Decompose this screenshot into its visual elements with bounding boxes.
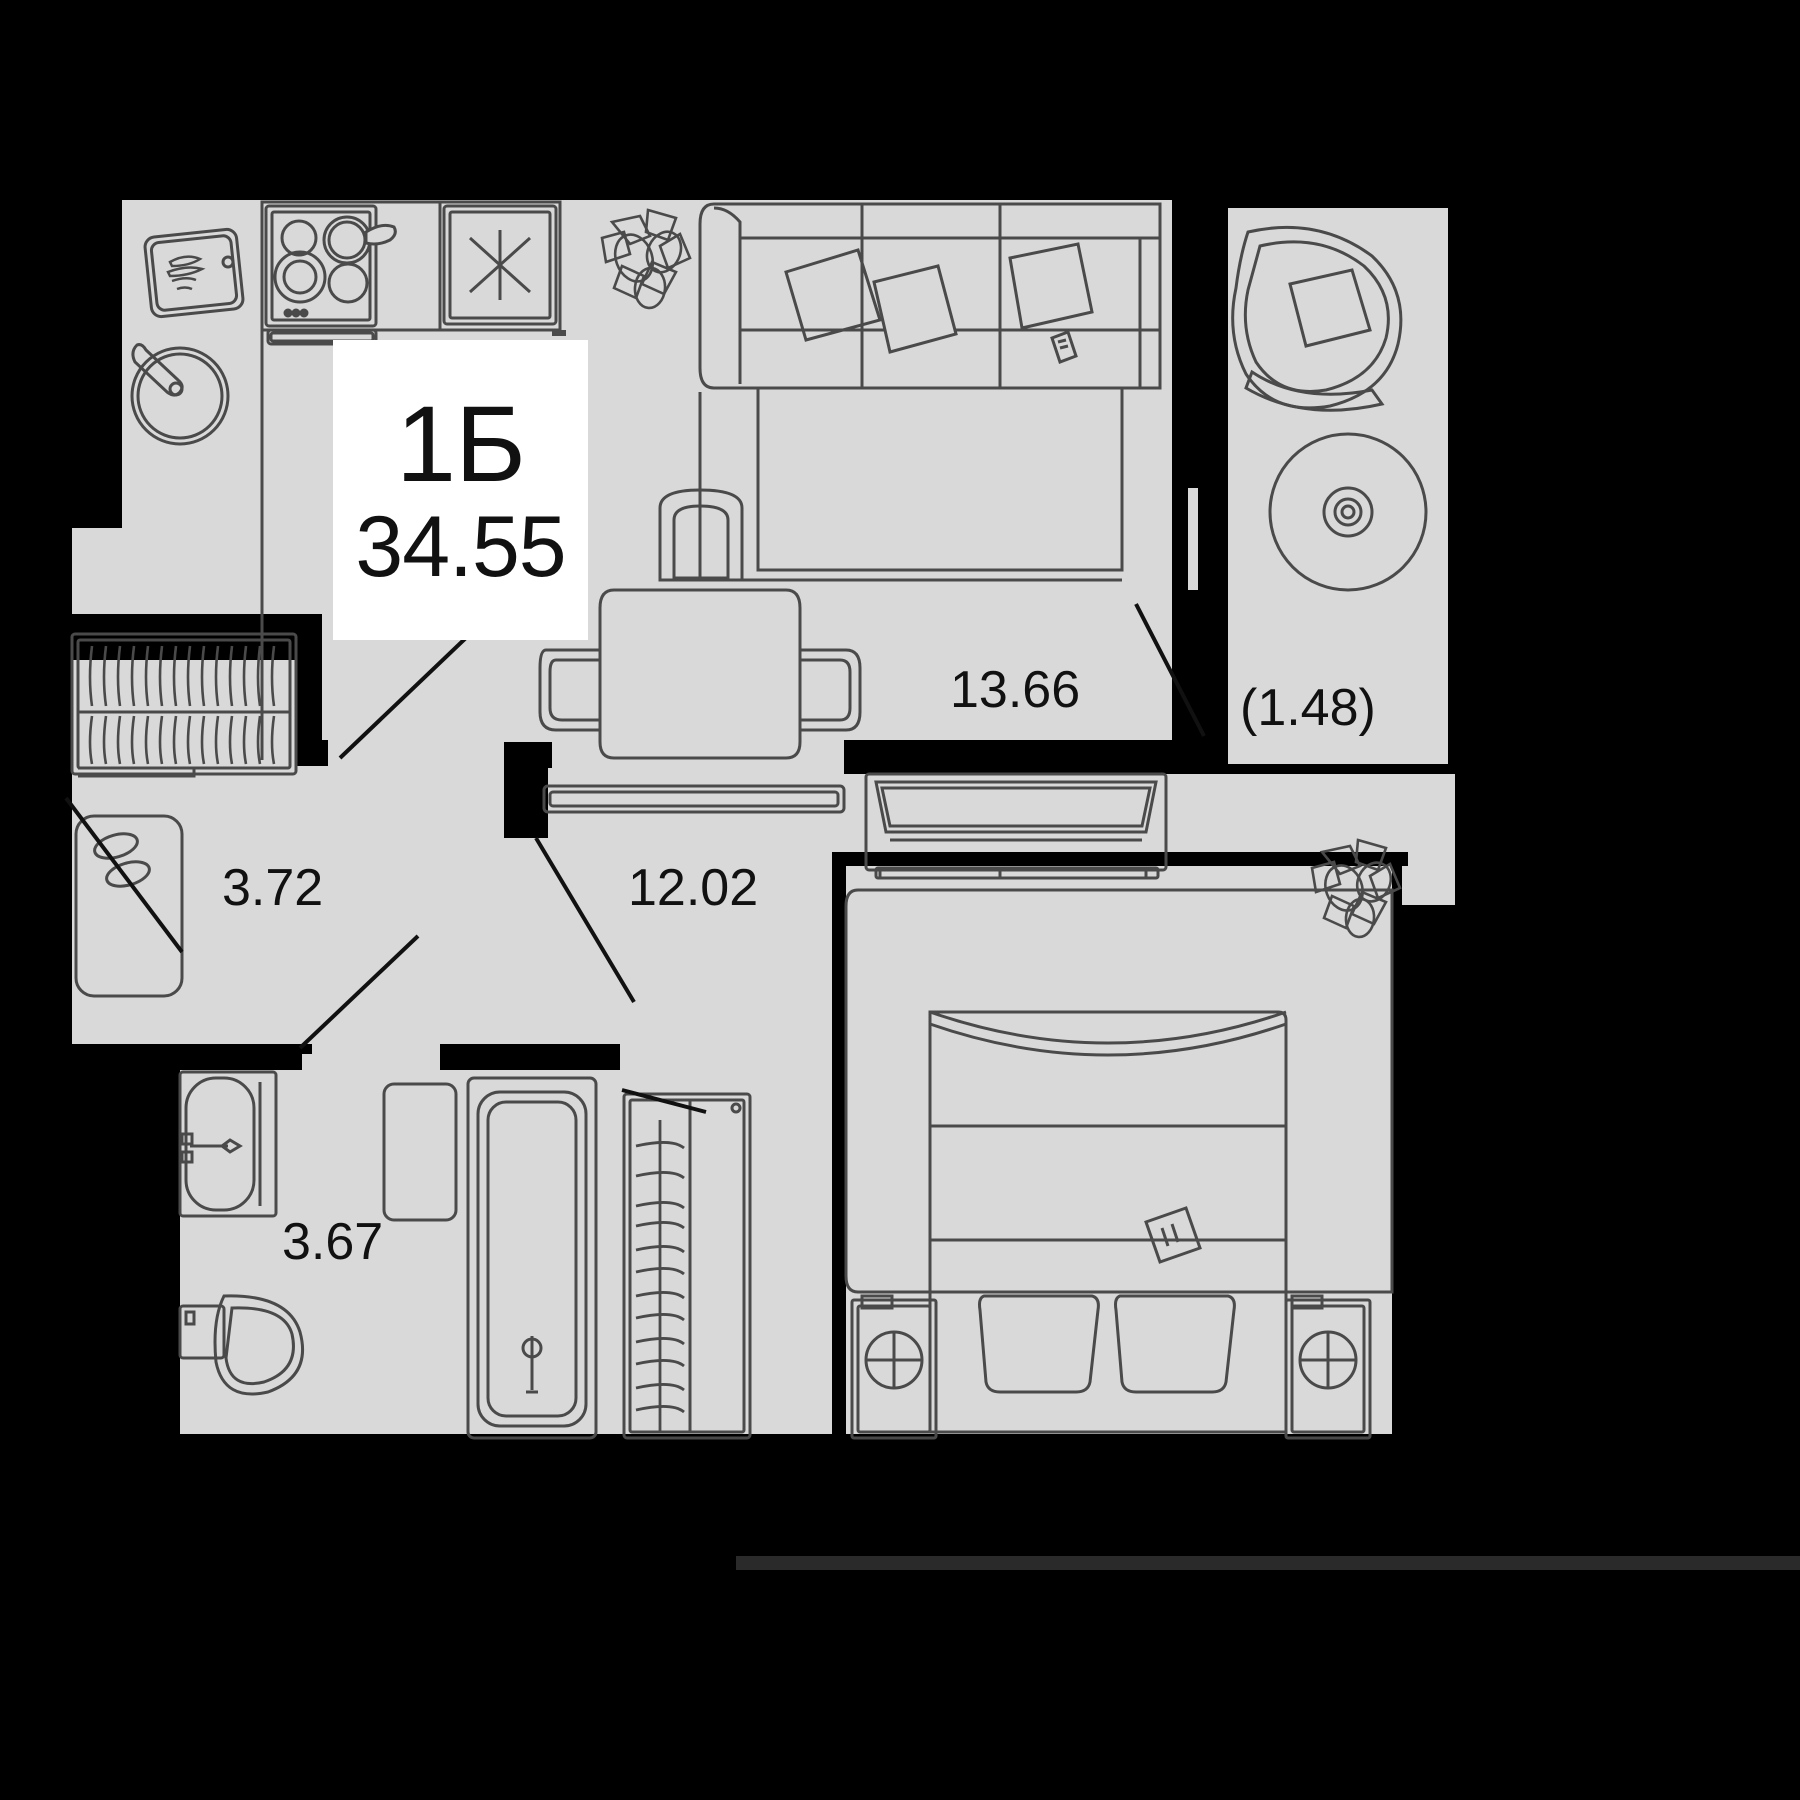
room-area-living-kitchen: 13.66 — [950, 661, 1081, 719]
apartment-type: 1Б — [396, 383, 526, 504]
bedroom-furniture — [622, 838, 1402, 1440]
walls — [62, 190, 1458, 1444]
balcony-furniture — [1231, 226, 1428, 592]
apartment-total-area: 34.55 — [355, 499, 566, 595]
room-area-hallway: 3.72 — [222, 859, 324, 917]
potted-plant — [600, 208, 692, 310]
apartment-id-card: 1Б 34.55 — [333, 340, 588, 640]
bedroom-plant — [1310, 838, 1402, 939]
leader-lines — [64, 603, 1206, 1114]
sofa — [698, 202, 1162, 390]
bathroom-fixtures — [178, 1070, 598, 1440]
living-furniture — [538, 202, 1168, 880]
door-openings — [1184, 484, 1202, 594]
bottom-strip — [736, 1556, 1800, 1570]
room-area-bathroom: 3.67 — [282, 1213, 384, 1271]
tv-console — [864, 772, 1168, 880]
room-area-balcony: (1.48) — [1240, 679, 1376, 737]
kitchen-fixtures — [130, 200, 566, 760]
armchair — [538, 488, 862, 814]
room-area-bedroom: 12.02 — [628, 859, 759, 917]
